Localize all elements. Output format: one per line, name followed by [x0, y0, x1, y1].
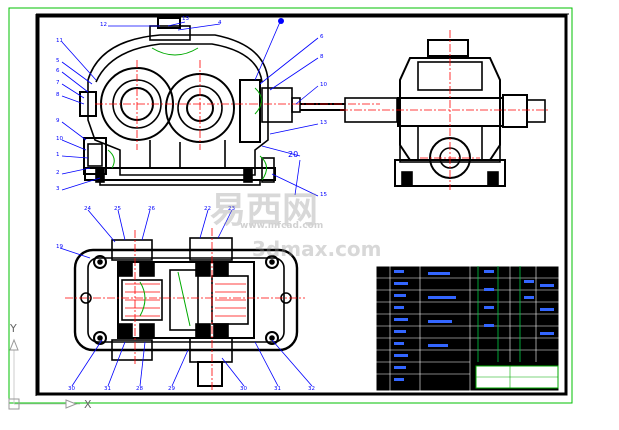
callout: 9	[56, 118, 60, 124]
callouts-top: 24 25 26 22 23 19 30 31 28 29 30 31 32	[56, 206, 315, 392]
top-hatch	[125, 283, 246, 317]
ucs-x-label: X	[84, 398, 92, 411]
leader-lines	[59, 21, 319, 387]
callouts-front: 11 12 13 5 6 7 8 9 10 1 2 3 4 6 8 10 13 …	[56, 16, 327, 198]
callout: 30	[240, 386, 247, 392]
callout: 13	[182, 16, 189, 22]
callout: 15	[320, 192, 327, 198]
callout: 22	[204, 206, 211, 212]
callout: 12	[100, 22, 107, 28]
callout: 4	[218, 20, 222, 26]
title-block[interactable]	[375, 265, 560, 392]
callout: 1	[56, 152, 60, 158]
top-hatch-green	[139, 271, 191, 327]
ucs-y-label: Y	[9, 322, 17, 335]
callout: 29	[168, 386, 175, 392]
watermark-url: www.mfcad.com	[240, 221, 323, 231]
watermark-site: 3dmax.com	[252, 237, 382, 261]
callout: 19	[56, 244, 63, 250]
callout: 30	[68, 386, 75, 392]
callout: 3	[56, 186, 60, 192]
callout: 20	[288, 150, 298, 159]
callout: 25	[114, 206, 121, 212]
callout: 32	[308, 386, 315, 392]
front-view[interactable]	[79, 17, 345, 186]
side-view[interactable]	[344, 39, 546, 187]
top-view[interactable]	[73, 237, 299, 387]
callout: 26	[148, 206, 155, 212]
front-centerlines	[95, 60, 380, 150]
callout: 6	[320, 34, 324, 40]
front-hatch	[107, 47, 267, 181]
callout: 10	[56, 136, 63, 142]
callout: 31	[274, 386, 281, 392]
callout: 28	[136, 386, 143, 392]
callout: 11	[56, 38, 63, 44]
callout: 6	[56, 68, 60, 74]
callout: 10	[320, 82, 327, 88]
callout: 13	[320, 120, 327, 126]
callout: 24	[84, 206, 91, 212]
callout: 8	[320, 54, 324, 60]
callout: 31	[104, 386, 111, 392]
callout: 23	[228, 206, 235, 212]
callout: 7	[56, 80, 60, 86]
drawing-frame	[35, 13, 569, 396]
top-centerlines	[65, 228, 305, 392]
callout: 2	[56, 170, 60, 176]
watermark: 易西网 www.mfcad.com 3dmax.com	[210, 190, 382, 261]
viewport-border	[8, 7, 573, 404]
ucs-icon	[8, 338, 80, 410]
side-centerlines	[340, 30, 550, 190]
watermark-brand: 易西网	[210, 190, 318, 231]
marker-dot	[278, 18, 284, 24]
callout: 5	[56, 58, 60, 64]
callout: 8	[56, 92, 60, 98]
